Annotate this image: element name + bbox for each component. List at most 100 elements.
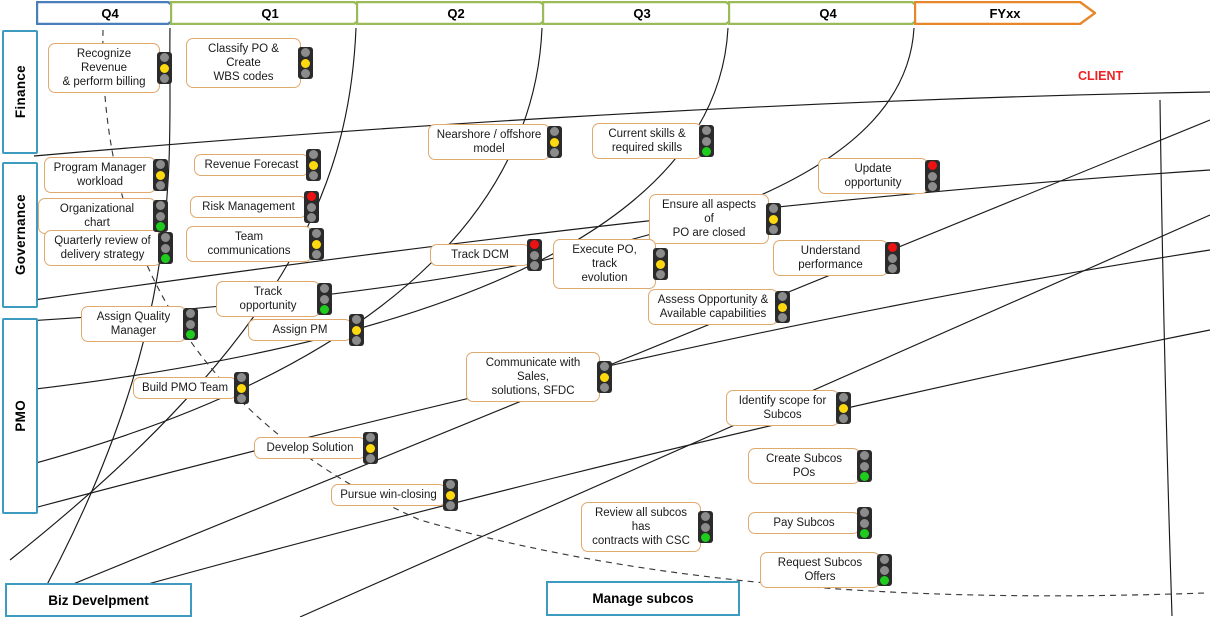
task-card-nearshore-offshore[interactable]: Nearshore / offshore model (428, 124, 562, 161)
traffic-light-icon[interactable] (699, 125, 714, 158)
task-card-classify-po[interactable]: Classify PO & Create WBS codes (186, 38, 313, 89)
lane-label-pmo[interactable]: PMO (2, 318, 38, 514)
task-label: Request Subcos Offers (760, 552, 880, 589)
bottom-box-1[interactable]: Biz Develpment (5, 583, 192, 617)
traffic-light-icon[interactable] (304, 191, 319, 223)
task-label: Identify scope for Subcos (726, 390, 839, 427)
task-card-pay-subcos[interactable]: Pay Subcos (748, 507, 872, 539)
lane-label-finance[interactable]: Finance (2, 30, 38, 154)
traffic-light-icon[interactable] (158, 232, 173, 265)
traffic-light-amber-lamp (530, 250, 539, 260)
traffic-light-icon[interactable] (306, 149, 321, 181)
traffic-light-icon[interactable] (775, 291, 790, 324)
traffic-light-amber-lamp (160, 63, 169, 73)
task-label: Risk Management (190, 195, 307, 218)
task-card-communicate-sales[interactable]: Communicate with Sales, solutions, SFDC (466, 352, 612, 403)
traffic-light-green-lamp (307, 212, 316, 222)
traffic-light-red-lamp (237, 373, 246, 383)
task-card-review-subcos[interactable]: Review all subcos has contracts with CSC (581, 502, 713, 553)
traffic-light-green-lamp (352, 335, 361, 345)
task-card-understand-perf[interactable]: Understand performance (773, 240, 900, 277)
task-card-execute-po[interactable]: Execute PO, track evolution (553, 239, 668, 290)
traffic-light-icon[interactable] (597, 361, 612, 394)
traffic-light-icon[interactable] (349, 314, 364, 346)
traffic-light-red-lamp (701, 512, 710, 522)
traffic-light-icon[interactable] (183, 308, 198, 341)
task-card-track-opportunity[interactable]: Track opportunity (216, 281, 332, 318)
timeline-chevron-6[interactable]: FYxx (914, 1, 1096, 25)
task-card-assess-opportunity[interactable]: Assess Opportunity & Available capabilit… (648, 289, 790, 326)
traffic-light-icon[interactable] (836, 392, 851, 425)
task-card-ensure-po-closed[interactable]: Ensure all aspects of PO are closed (649, 194, 781, 245)
timeline-chevron-2[interactable]: Q1 (170, 1, 370, 25)
task-card-pursue-win-closing[interactable]: Pursue win-closing (331, 479, 458, 511)
traffic-light-icon[interactable] (857, 507, 872, 539)
traffic-light-icon[interactable] (309, 228, 324, 261)
lane-label-text: Governance (12, 194, 28, 276)
task-label: Quarterly review of delivery strategy (44, 230, 161, 267)
task-card-track-dcm[interactable]: Track DCM (430, 239, 542, 271)
traffic-light-icon[interactable] (766, 203, 781, 236)
bottom-box-2[interactable]: Manage subcos (546, 581, 740, 616)
traffic-light-icon[interactable] (857, 450, 872, 483)
traffic-light-icon[interactable] (877, 554, 892, 587)
traffic-light-icon[interactable] (547, 126, 562, 159)
traffic-light-icon[interactable] (298, 47, 313, 80)
traffic-light-icon[interactable] (653, 248, 668, 281)
task-card-develop-solution[interactable]: Develop Solution (254, 432, 378, 464)
task-card-current-skills[interactable]: Current skills & required skills (592, 123, 714, 160)
traffic-light-icon[interactable] (925, 160, 940, 193)
traffic-light-red-lamp (352, 315, 361, 325)
traffic-light-amber-lamp (156, 170, 165, 180)
task-card-program-manager[interactable]: Program Manager workload (44, 157, 168, 194)
timeline-chevron-1[interactable]: Q4 (36, 1, 184, 25)
traffic-light-red-lamp (366, 433, 375, 443)
chevron-shape (728, 1, 928, 25)
traffic-light-amber-lamp (769, 214, 778, 224)
traffic-light-icon[interactable] (698, 511, 713, 544)
task-label: Program Manager workload (44, 157, 156, 194)
task-card-risk-management[interactable]: Risk Management (190, 191, 319, 223)
task-card-build-pmo-team[interactable]: Build PMO Team (133, 372, 249, 404)
traffic-light-green-lamp (312, 249, 321, 259)
traffic-light-amber-lamp (352, 325, 361, 335)
timeline-chevron-3[interactable]: Q2 (356, 1, 556, 25)
traffic-light-green-lamp (701, 532, 710, 542)
task-card-assign-pm[interactable]: Assign PM (248, 314, 364, 346)
traffic-light-green-lamp (530, 260, 539, 270)
lane-label-text: Finance (12, 65, 28, 119)
traffic-light-green-lamp (860, 528, 869, 538)
task-card-create-subcos-pos[interactable]: Create Subcos POs (748, 448, 872, 485)
traffic-light-icon[interactable] (157, 52, 172, 85)
task-card-request-subcos-offers[interactable]: Request Subcos Offers (760, 552, 892, 589)
chevron-shape (36, 1, 184, 25)
traffic-light-icon[interactable] (153, 159, 168, 192)
traffic-light-icon[interactable] (443, 479, 458, 511)
task-card-team-communications[interactable]: Team communications (186, 226, 324, 263)
timeline-chevron-5[interactable]: Q4 (728, 1, 928, 25)
task-card-recognize-revenue[interactable]: Recognize Revenue & perform billing (48, 43, 172, 94)
traffic-light-icon[interactable] (885, 242, 900, 275)
task-card-organizational-chart[interactable]: Organizational chart (38, 198, 168, 235)
task-card-assign-quality-mgr[interactable]: Assign Quality Manager (81, 306, 198, 343)
task-card-identify-scope[interactable]: Identify scope for Subcos (726, 390, 851, 427)
traffic-light-red-lamp (186, 309, 195, 319)
traffic-light-red-lamp (769, 204, 778, 214)
traffic-light-green-lamp (839, 413, 848, 423)
bottom-box-label: Manage subcos (592, 591, 694, 606)
traffic-light-icon[interactable] (527, 239, 542, 271)
task-card-quarterly-review[interactable]: Quarterly review of delivery strategy (44, 230, 173, 267)
task-label: Create Subcos POs (748, 448, 860, 485)
quarter-divider-6 (1159, 99, 1173, 617)
task-card-update-opportunity[interactable]: Update opportunity (818, 158, 940, 195)
lane-label-governance[interactable]: Governance (2, 162, 38, 308)
timeline-chevron-4[interactable]: Q3 (542, 1, 742, 25)
task-card-revenue-forecast[interactable]: Revenue Forecast (194, 149, 321, 181)
traffic-light-icon[interactable] (234, 372, 249, 404)
traffic-light-amber-lamp (600, 372, 609, 382)
traffic-light-red-lamp (928, 161, 937, 171)
traffic-light-icon[interactable] (317, 283, 332, 316)
traffic-light-icon[interactable] (363, 432, 378, 464)
task-label: Track opportunity (216, 281, 320, 318)
traffic-light-icon[interactable] (153, 200, 168, 233)
